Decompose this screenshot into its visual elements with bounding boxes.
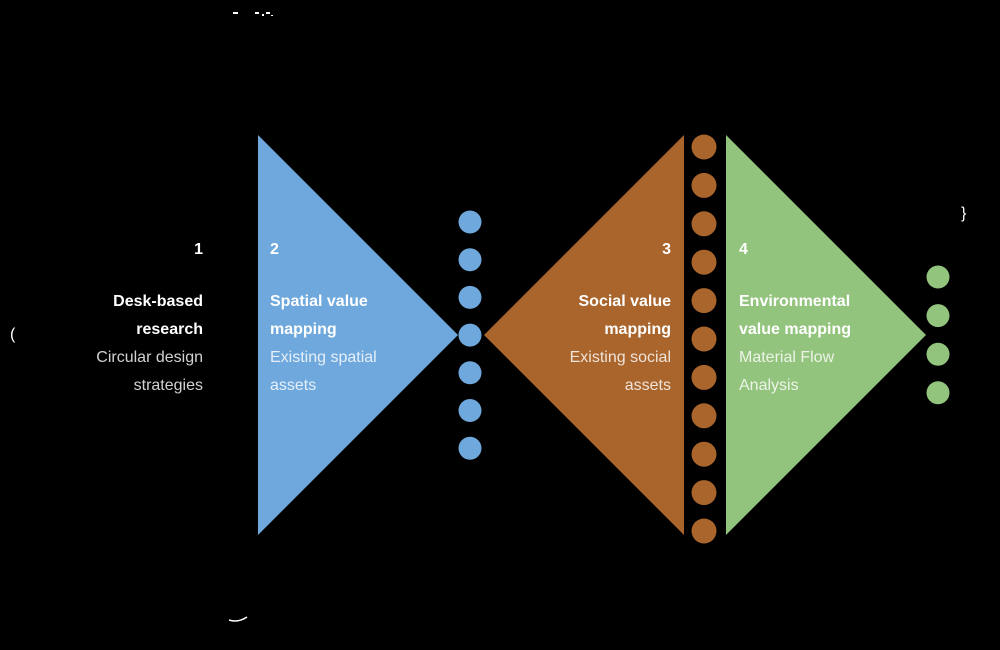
blue-dots-dot: [458, 361, 482, 385]
artifact-right-glyph: }: [961, 205, 967, 222]
blue-dots-dot: [458, 210, 482, 234]
blue-dots-dot: [458, 399, 482, 422]
green-dots-dot: [926, 265, 950, 289]
green-dots-dot: [926, 381, 950, 405]
stage-subtitle-line: Existing social: [569, 349, 671, 366]
brown-dots-dot: [691, 134, 717, 160]
stage-desk-based-research: 1 Desk-based research Circular design st…: [30, 236, 203, 400]
artifact-top-dash: [233, 12, 238, 14]
stage-subtitle-line: assets: [624, 377, 671, 394]
stage-spatial-value-mapping: 2 Spatial value mapping Existing spatial…: [270, 236, 450, 400]
brown-dots-dot: [691, 364, 717, 390]
brown-dots-dot: [691, 288, 717, 314]
artifact-bottom-swoosh: [228, 616, 248, 622]
stage-number: 2: [270, 241, 279, 258]
blue-dots-dot: [458, 248, 482, 272]
blue-dots-dot: [458, 436, 482, 460]
artifact-top-speck: [266, 12, 270, 14]
artifact-left-glyph: (: [10, 326, 16, 343]
stage-environmental-value-mapping: 4 Environmental value mapping Material F…: [739, 236, 919, 400]
stage-subtitle-line: Circular design: [96, 349, 203, 366]
stage-subtitle-line: assets: [270, 377, 317, 394]
green-dots-dot: [926, 342, 950, 366]
stage-title-line: Environmental: [739, 293, 851, 310]
artifact-top-speck: [271, 15, 273, 16]
stage-subtitle-line: Analysis: [739, 377, 799, 394]
brown-dots-dot: [691, 211, 717, 237]
artifact-top-speck: [255, 12, 259, 14]
blue-dots-dot: [458, 323, 482, 347]
brown-dots-dot: [691, 249, 717, 275]
stage-number: 4: [739, 241, 748, 258]
blue-dots-dot: [458, 285, 482, 309]
stage-subtitle-line: strategies: [133, 377, 203, 394]
brown-dots-dot: [691, 172, 717, 198]
stage-title-line: Spatial value: [270, 293, 368, 310]
dots-layer: [458, 134, 950, 544]
stage-social-value-mapping: 3 Social value mapping Existing social a…: [490, 236, 671, 400]
stage-title-line: mapping: [270, 321, 337, 338]
brown-dots-dot: [691, 518, 717, 544]
green-dots-dot: [926, 304, 950, 328]
stage-subtitle-line: Existing spatial: [270, 349, 377, 366]
artifact-top-speck: [262, 14, 264, 16]
stage-number: 3: [662, 241, 671, 258]
environmental-funnel-triangle: [726, 135, 926, 535]
stage-title-line: mapping: [604, 321, 671, 338]
brown-dots-dot: [691, 403, 717, 429]
spatial-funnel-triangle: [258, 135, 458, 535]
brown-dots-dot: [691, 480, 717, 506]
brown-dots-dot: [691, 326, 717, 352]
brown-dots-dot: [691, 441, 717, 467]
stage-title-line: Desk-based: [113, 293, 203, 310]
stage-title-line: value mapping: [739, 321, 852, 338]
stage-title-line: Social value: [578, 293, 672, 310]
social-funnel-triangle: [484, 135, 684, 535]
stage-subtitle-line: Material Flow: [739, 349, 835, 366]
stage-title-line: research: [136, 321, 203, 338]
stage-number: 1: [194, 241, 203, 258]
